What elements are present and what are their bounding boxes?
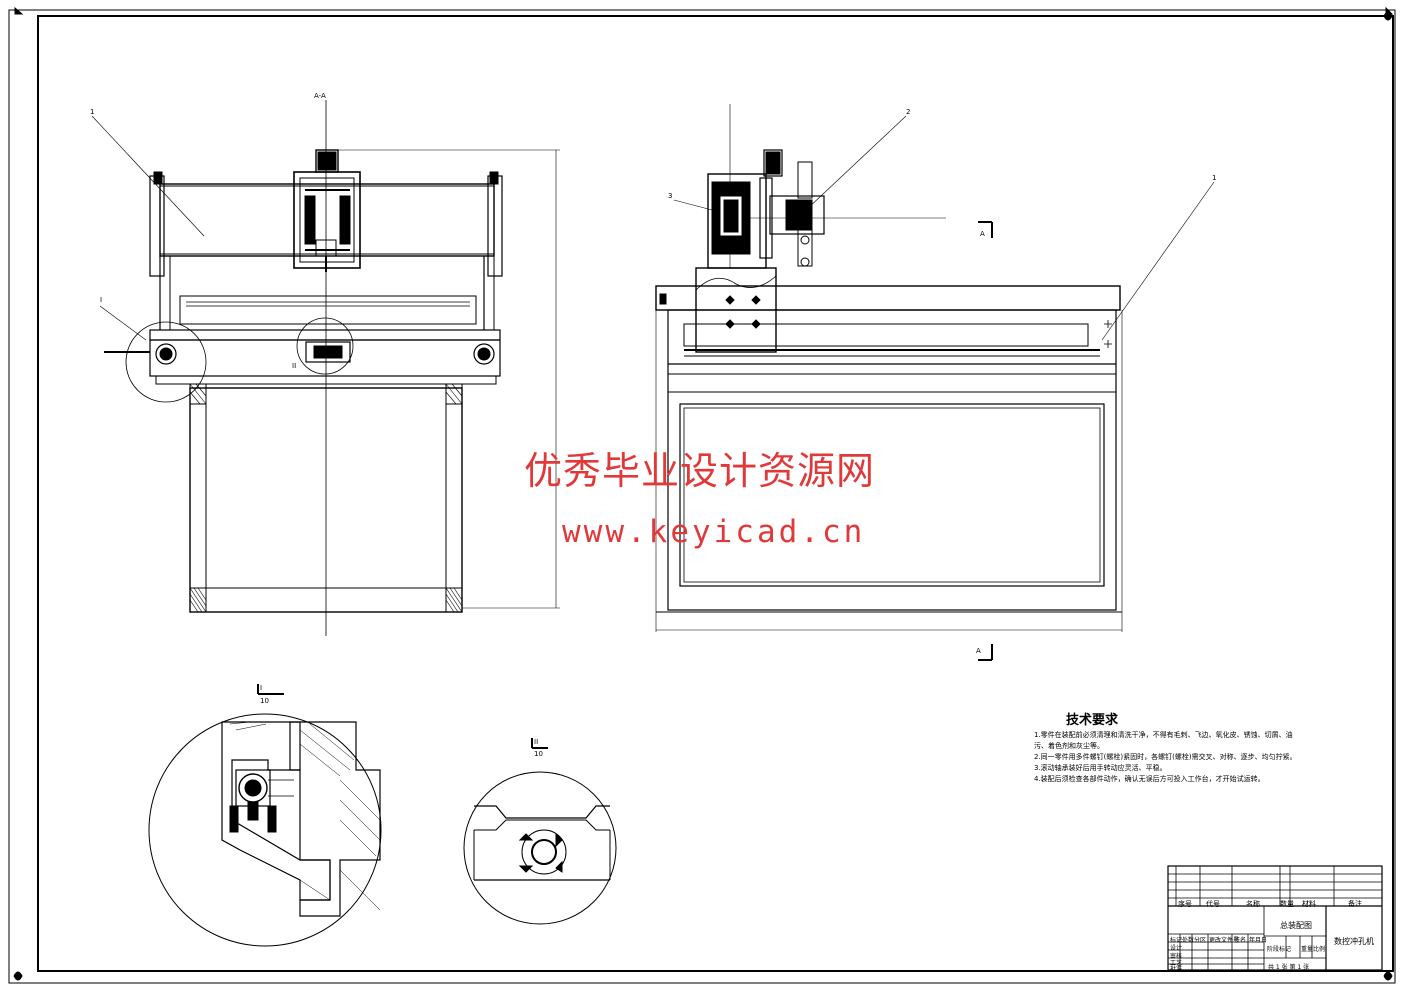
label-detail-I: I <box>100 296 103 304</box>
tech-requirement-item: 1.零件在装配前必须清理和清洗干净，不得有毛刺、飞边、氧化皮、锈蚀、切屑、油 <box>1034 731 1293 739</box>
carriage-bolts <box>725 295 761 329</box>
detail-view-II <box>463 738 617 925</box>
tb-header-code: 代号 <box>1206 900 1220 908</box>
tb-row-count: 处数 <box>1182 937 1195 944</box>
tb-row-zone: 分区 <box>1194 937 1207 944</box>
title-block-grid <box>1167 865 1383 971</box>
tb-stage-mark: 阶段标记 <box>1267 946 1292 953</box>
label-detail-II-scale: 10 <box>534 750 543 758</box>
tech-requirement-item: 4.装配后须检查各部件动作，确认无误后方可投入工作台，才开始试运转。 <box>1034 775 1265 783</box>
tb-drawing-name: 总装配图 <box>1280 921 1312 930</box>
tb-row-sign: 签名 <box>1234 937 1247 944</box>
tb-machine-name: 数控冲孔机 <box>1334 937 1374 946</box>
label-part-2: 2 <box>906 108 911 116</box>
tb-header-material: 材料 <box>1302 900 1316 908</box>
label-detail-I-title: I <box>260 684 263 692</box>
tech-requirements-list: 1.零件在装配前必须清理和清洗干净，不得有毛刺、飞边、氧化皮、锈蚀、切屑、油 污… <box>1034 730 1314 785</box>
tech-requirement-item: 污、着色剂和灰尘等。 <box>1034 742 1104 750</box>
tb-stage-scale: 比例 <box>1313 946 1326 953</box>
label-section-A-bottom: A <box>976 647 981 655</box>
tb-row-date: 年月日 <box>1249 937 1268 944</box>
detail-view-I <box>148 684 382 947</box>
tb-stage-weight: 重量 <box>1301 946 1314 953</box>
label-part-1-front: 1 <box>90 108 95 116</box>
sheet-border <box>8 6 1396 984</box>
tb-role-design: 设计 <box>1170 945 1183 952</box>
label-view-top: A-A <box>314 92 326 100</box>
watermark-title: 优秀毕业设计资源网 <box>524 449 876 493</box>
tb-row-mark: 标记 <box>1170 937 1183 944</box>
watermark-url: www.keyicad.cn <box>562 514 866 550</box>
tech-requirement-item: 3.滚动轴承装好后用手转动应灵活、平稳。 <box>1034 764 1167 772</box>
label-detail-II: II <box>292 362 297 370</box>
label-part-1-side: 1 <box>1212 174 1217 182</box>
front-view <box>91 100 560 636</box>
label-part-3: 3 <box>668 192 673 200</box>
label-detail-I-scale: 10 <box>260 697 269 705</box>
tb-row-docno: 更改文件号 <box>1209 937 1240 944</box>
tb-role-process: 工艺 <box>1170 960 1183 967</box>
side-view <box>655 104 1215 661</box>
label-section-A-top: A <box>980 230 985 238</box>
label-detail-II-title: II <box>534 738 539 746</box>
tb-header-index: 序号 <box>1178 900 1192 908</box>
tb-role-approve: 批准 <box>1170 966 1183 973</box>
tb-role-review: 审核 <box>1170 953 1183 960</box>
tb-header-remarks: 备注 <box>1348 900 1362 908</box>
table-slats <box>186 301 470 307</box>
tb-header-name: 名称 <box>1246 900 1260 908</box>
tb-header-qty: 数量 <box>1280 900 1294 908</box>
tb-sheet-info: 共 1 张 第 1 张 <box>1268 964 1310 971</box>
tech-requirement-item: 2.同一零件用多件螺钉(螺栓)紧固时，各螺钉(螺栓)需交叉、对称、逐步、均匀拧紧… <box>1034 753 1297 761</box>
detail-I-hatch <box>229 721 381 911</box>
tech-requirements-title: 技术要求 <box>1066 713 1119 728</box>
